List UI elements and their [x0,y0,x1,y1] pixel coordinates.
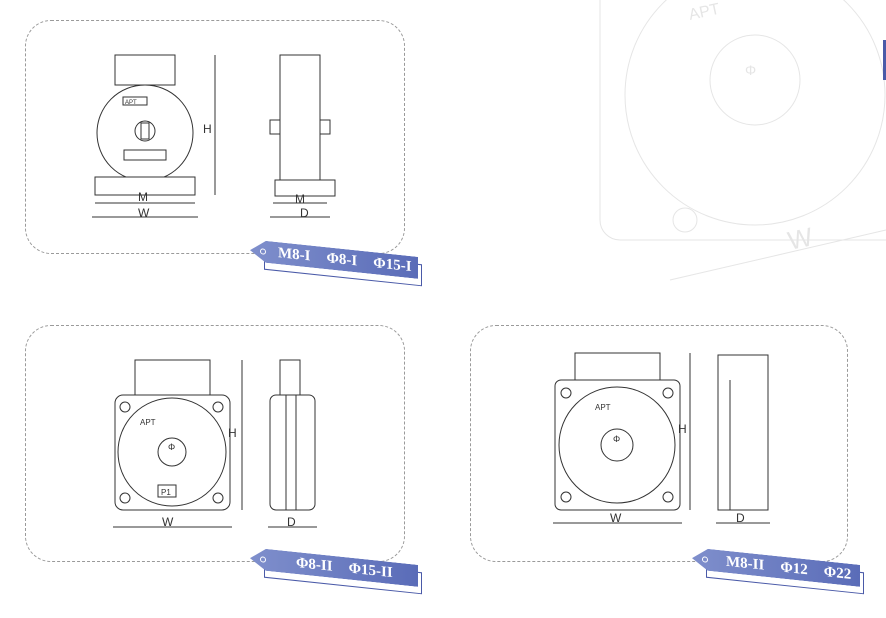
dim-m: M [138,190,148,204]
watermark-w: W [785,221,816,256]
brand-label: APT [125,100,137,106]
dim-h: H [203,122,212,136]
dim-d: D [736,511,745,525]
side-view-m8-ii: D [716,354,770,525]
phi-label: Φ [168,442,175,452]
phi-label: Φ [613,434,620,444]
model-tag-phi8-ii: Φ8-II Φ15-II [250,554,422,595]
p1-label: P1 [161,488,171,497]
tag-item: Φ22 [823,563,852,583]
front-view-m8-i: APT H M W [92,54,216,220]
tag-item: Φ8-II [296,554,333,575]
tag-item: Φ15-II [348,560,393,581]
dim-w: W [162,515,174,529]
dim-m-side: M [295,192,305,206]
brand-label: APT [595,403,611,412]
tag-item: Φ8-I [326,249,358,269]
dim-w: W [610,511,622,525]
watermark-phi: Φ [745,62,756,78]
model-tag-m8-ii: M8-II Φ12 Φ22 [692,553,864,595]
dim-h: H [228,426,237,440]
tag-item: Φ15-I [373,254,412,275]
front-view-phi8-ii: Φ APT P1 H W [113,359,243,529]
panel-m8-ii [470,325,848,562]
panel-m8-i [25,20,405,254]
dim-h: H [678,422,687,436]
watermark-brand: APT [687,1,721,24]
front-view-m8-ii: Φ APT H W [553,352,691,525]
dim-d: D [300,206,309,220]
edge-accent [883,40,886,80]
dim-d: D [287,515,296,529]
tag-item: M8-I [278,244,311,265]
side-view-m8-i: M D [269,54,336,220]
tag-item: Φ12 [780,558,808,578]
dim-w: W [138,206,150,220]
tag-item: M8-II [726,553,765,574]
side-view-phi8-ii: D [268,359,317,529]
model-tag-m8-i: M8-I Φ8-I Φ15-I [250,244,422,287]
brand-label: APT [140,418,156,427]
panel-phi8-ii [25,325,405,562]
